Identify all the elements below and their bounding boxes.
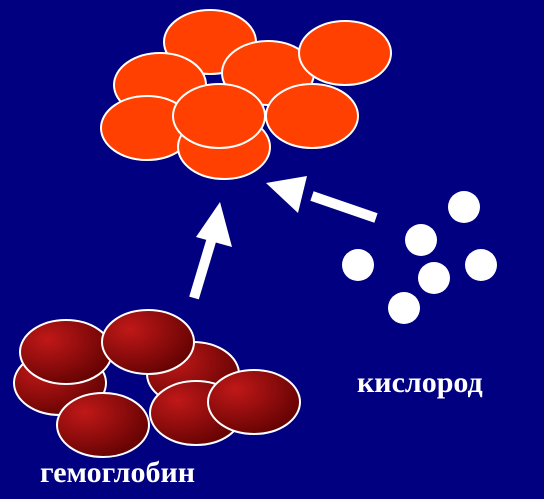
arrow-up — [189, 202, 232, 300]
oxygen-molecule — [448, 191, 480, 223]
oxyhemoglobin-cell — [265, 83, 359, 149]
hemoglobin-cell — [101, 309, 195, 375]
oxygen-molecule — [342, 249, 374, 281]
arrow-left — [266, 176, 378, 223]
oxyhemoglobin-cell — [172, 83, 266, 149]
hemoglobin-label: гемоглобин — [40, 456, 196, 489]
hemoglobin-cell — [19, 319, 113, 385]
hemoglobin-cell — [56, 392, 150, 458]
oxygen-molecule — [418, 262, 450, 294]
oxygen-molecule — [465, 249, 497, 281]
oxygen-label: кислород — [357, 366, 483, 399]
oxygen-molecule — [405, 224, 437, 256]
arrows — [189, 176, 378, 300]
oxyhemoglobin-cell — [298, 20, 392, 86]
hemoglobin-cluster — [13, 309, 301, 458]
oxygen-molecule — [388, 292, 420, 324]
oxyhemoglobin-cluster — [100, 9, 392, 180]
hemoglobin-cell — [207, 369, 301, 435]
oxygen-molecules — [342, 191, 497, 324]
